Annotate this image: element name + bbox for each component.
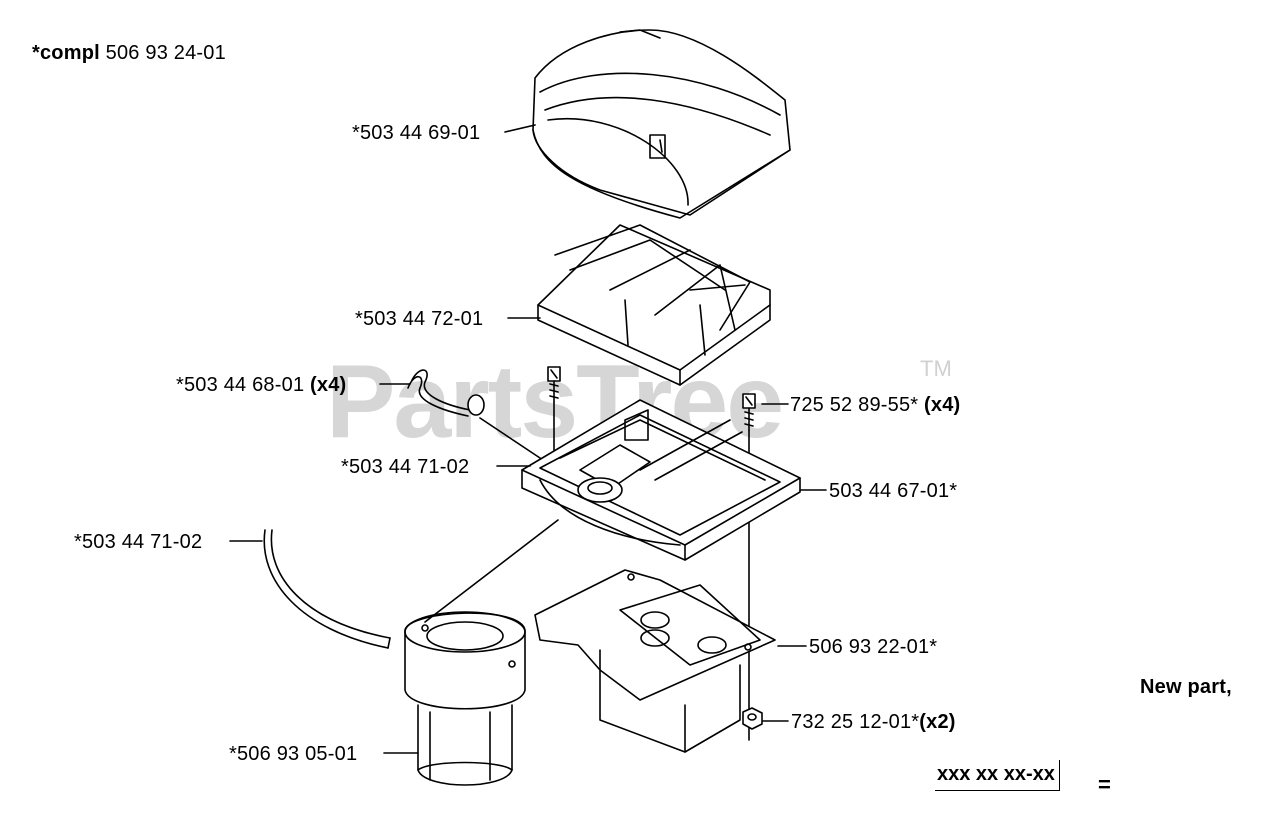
assembly-part-number: 506 93 24-01: [105, 42, 226, 64]
filter-holder-drawing: [521, 399, 801, 561]
callout-screw[interactable]: 725 52 89-55* (x4): [790, 393, 960, 417]
callout-part-number: *503 44 68-01: [176, 374, 305, 396]
callout-part-number: *503 44 72-01: [355, 308, 484, 330]
callout-quantity: (x2): [919, 711, 956, 733]
callout-intake-tube[interactable]: *506 93 05-01: [229, 742, 357, 766]
assembly-label: *compl 506 93 24-01: [32, 41, 226, 65]
callout-mounting-plate[interactable]: 506 93 22-01*: [809, 635, 937, 659]
callout-part-number: 732 25 12-01*: [791, 711, 920, 733]
callout-part-number: *503 44 71-02: [74, 531, 203, 553]
legend-code: xxx xx xx-xx: [935, 760, 1060, 791]
rubber-cord-drawing: [263, 529, 391, 649]
leader-lines: [229, 124, 827, 754]
callout-part-number: 506 93 22-01*: [809, 636, 938, 658]
callout-quantity: (x4): [310, 374, 347, 396]
nut-drawing: [742, 707, 763, 730]
watermark-trademark: TM: [920, 356, 952, 381]
filter-cover-drawing: [532, 29, 791, 219]
callout-filter-cover[interactable]: *503 44 69-01: [352, 121, 480, 145]
callout-part-number: 725 52 89-55*: [790, 394, 919, 416]
callout-filter-holder[interactable]: 503 44 67-01*: [829, 479, 957, 503]
callout-seal-upper[interactable]: *503 44 71-02: [341, 455, 469, 479]
legend-equals: =: [1098, 772, 1111, 797]
callout-nut[interactable]: 732 25 12-01*(x2): [791, 710, 956, 734]
clip-drawing: [407, 369, 541, 459]
callout-part-number: 503 44 67-01*: [829, 480, 958, 502]
filter-element-drawing: [537, 224, 771, 386]
mounting-plate-drawing: [534, 569, 776, 753]
callout-filter-element[interactable]: *503 44 72-01: [355, 307, 483, 331]
callout-part-number: *506 93 05-01: [229, 743, 358, 765]
callout-part-number: *503 44 71-02: [341, 456, 470, 478]
callout-seal-lower[interactable]: *503 44 71-02: [74, 530, 202, 554]
callout-clip[interactable]: *503 44 68-01 (x4): [176, 373, 346, 397]
assembly-prefix: *compl: [32, 42, 100, 64]
callout-part-number: *503 44 69-01: [352, 122, 481, 144]
intake-tube-drawing: [404, 519, 559, 786]
legend-title: New part,: [1140, 676, 1232, 698]
callout-quantity: (x4): [924, 394, 961, 416]
